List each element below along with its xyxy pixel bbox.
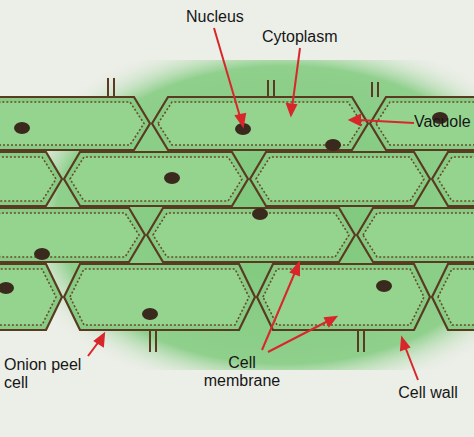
part-label: Vacuole (414, 113, 470, 131)
cell-membrane-line (438, 269, 474, 325)
nucleus-dot (164, 172, 180, 184)
cell-wall (257, 264, 430, 330)
cell-membrane-line (376, 102, 474, 145)
wall-ticks (108, 78, 378, 352)
cell-membrane-line (256, 157, 424, 201)
cell-membrane-line (0, 102, 144, 145)
leader-arrows (88, 28, 418, 380)
cell-wall (0, 97, 150, 150)
cell-wall (64, 152, 248, 206)
cell-membrane-line (153, 213, 349, 257)
part-label: Cytoplasm (262, 28, 352, 46)
cell-membrane-line (363, 213, 474, 257)
cell-wall (432, 152, 474, 206)
nucleus-dot (34, 248, 50, 260)
cell-membrane-line (0, 213, 139, 257)
cell-wall (64, 264, 255, 330)
cell-membrane-line (438, 157, 474, 201)
cell-membrane-line (0, 269, 56, 325)
part-label: Nucleus (186, 8, 266, 26)
cell-membrane-line (70, 269, 249, 325)
nucleus-dot (142, 308, 158, 320)
nucleus-dot (325, 139, 341, 151)
cell-membrane-line (158, 102, 362, 145)
cell-wall (432, 264, 474, 330)
part-label: Cell wall (386, 384, 470, 402)
part-label: Onion peel cell (4, 356, 90, 393)
cell-wall (0, 208, 145, 262)
nucleus-dot (14, 122, 30, 134)
cell-wall (0, 264, 62, 330)
cell-wall (370, 97, 474, 150)
cell-wall (0, 152, 62, 206)
cell-tissue (0, 97, 474, 330)
nucleus-dot (376, 280, 392, 292)
cell-membrane-line (70, 157, 242, 201)
part-label: Cell membrane (200, 354, 284, 391)
cell-wall (147, 208, 355, 262)
cell-wall (152, 97, 368, 150)
cell-wall (357, 208, 474, 262)
cell-membrane-line (0, 157, 56, 201)
cell-membrane-line (263, 269, 424, 325)
nucleus-dot (252, 208, 268, 220)
nucleus-dot (0, 282, 14, 294)
cell-wall (250, 152, 430, 206)
